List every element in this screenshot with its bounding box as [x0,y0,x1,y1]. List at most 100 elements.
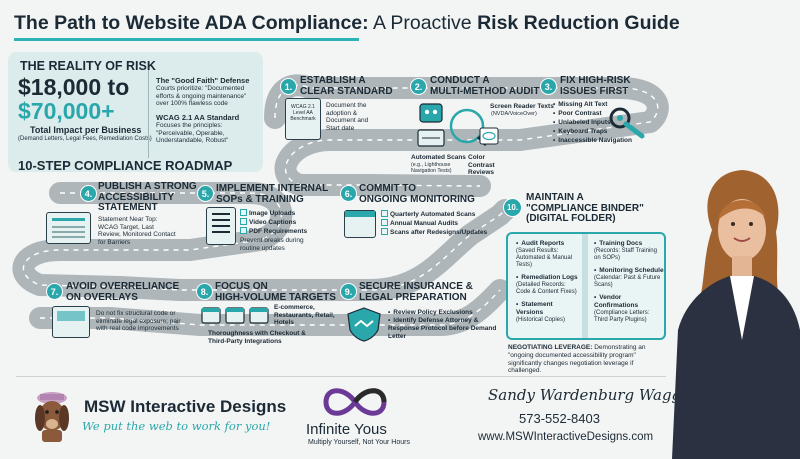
step-5-body: Prevent breaks during routine updates [240,237,304,252]
step-7-badge: 7. [46,283,63,300]
checkbox-icon [381,219,388,227]
binder-right-column: Training Docs(Records: Staff Training on… [594,240,664,324]
step-2-title: CONDUCT A MULTI-METHOD AUDIT [430,75,540,97]
step-2-screen-readers-sub: (NVDA/VoiceOver) [491,111,537,117]
binder-entry: Audit Reports(Saved Results: Automated &… [516,240,580,269]
step-9-item: Identify Defense Attorney & Response Pro… [388,317,498,340]
step-1-badge: 1. [280,78,297,95]
step-3-item: Missing Alt Text [553,100,632,109]
risk-panel [8,52,263,172]
step-7-body: Do not fix structural code or eliminate … [96,310,181,333]
step-9-title: SECURE INSURANCE & LEGAL PREPARATION [359,281,473,303]
magnifier-icon [449,108,485,144]
basset-hound-logo [35,392,69,442]
binder-entry: Remediation Logs(Detailed Records: Code … [516,274,580,296]
statement-page-icon [46,212,91,244]
step-3-title: FIX HIGH-RISK ISSUES FIRST [560,75,631,97]
checkbox-icon [240,209,247,216]
document-icon: WCAG 2.1 Level AA Benchmark [285,98,321,140]
binder-entry: Monitoring Schedule(Calendar: Past & Fut… [594,267,664,289]
step-8-badge: 8. [196,283,213,300]
shield-handshake-icon [347,307,381,342]
binder-entry: Statement Versions(Historical Copies) [516,301,580,324]
step-9-item: Review Policy Exclusions [388,308,498,317]
step-3-item: Unlabeled Inputs [553,118,632,127]
binder-spine [582,234,588,338]
binder-entry: Vendor Confirmations(Compliance Letters:… [594,294,664,324]
step-2-contrast: Color Contrast Reviews [468,154,495,177]
checkbox-icon [240,227,247,235]
step-5-item: PDF Requirements [240,227,307,236]
step-3-item: Poor Contrast [553,109,632,118]
risk-heading: THE REALITY OF RISK [20,59,156,73]
step-6-item: Quarterly Automated Scans [381,210,487,219]
page-title: The Path to Website ADA Compliance: A Pr… [14,12,680,34]
step-8-body: Thoroughness with Checkout & Third-Party… [208,330,306,345]
checkbox-icon [381,210,388,217]
portrait-photo [672,170,800,459]
step-7-title: AVOID OVERRELIANCE ON OVERLAYS [66,281,180,303]
storefront-icons [201,307,269,324]
step-1-title: ESTABLISH A CLEAR STANDARD [300,75,393,97]
step-2-screen-readers: Screen Reader Texts [490,103,554,110]
checkbox-icon [240,218,247,226]
phone-number: 573-552-8403 [519,411,600,426]
step-6-item: Annual Manual Audits [381,219,487,228]
signature: Sandy Wardenburg Waggett [488,386,703,404]
wcag-title: WCAG 2.1 AA Standard [156,113,240,122]
checklist-icon [206,207,236,245]
title-underline [14,38,359,41]
step-9-list: Review Policy Exclusions Identify Defens… [388,308,498,340]
step-2-badge: 2. [410,78,427,95]
website-url: www.MSWInteractiveDesigns.com [478,431,654,443]
binder-left-column: Audit Reports(Saved Results: Automated &… [516,240,580,324]
eye-icon [479,127,499,145]
calendar-icon [344,210,376,238]
step-6-item: Scans after Redesigns/Updates [381,228,487,237]
step-3-list: Missing Alt Text Poor Contrast Unlabeled… [553,100,632,145]
step-3-item: Keyboard Traps [553,127,632,136]
msw-tagline: We put the web to work for you! [82,419,271,433]
step-3-badge: 3. [540,78,557,95]
overlay-icon [52,306,90,338]
step-6-title: COMMIT TO ONGOING MONITORING [359,183,475,205]
infinite-yous-tagline: Multiply Yourself, Not Your Hours [308,439,410,446]
infinite-yous-brand: Infinite Yous [306,421,387,438]
step-9-badge: 9. [340,283,357,300]
step-5-badge: 5. [197,185,214,202]
step-10-badge: 10. [503,198,522,217]
risk-impact-sub: (Demand Letters, Legal Fees, Remediation… [18,136,152,142]
risk-divider [148,70,149,158]
step-4-body: Statement Near Top: WCAG Target, Last Re… [98,216,176,246]
infinity-logo [323,388,387,416]
step-5-list: Image Uploads Video Captions PDF Require… [240,209,307,236]
footer-divider [16,376,666,377]
step-2-automated-sub: (e.g., Lighthouse Navigation Tests) [411,162,452,175]
step-5-item: Video Captions [240,218,307,227]
step-3-item: Inaccessible Navigation [553,136,632,145]
step-8-targets: E-commerce, Restaurants, Retail, Hotels [274,304,335,327]
step-8-title: FOCUS ON HIGH-VOLUME TARGETS [215,281,336,303]
binder-entry: Training Docs(Records: Staff Training on… [594,240,664,262]
step-10-title: MAINTAIN A "COMPLIANCE BINDER" (DIGITAL … [526,192,644,224]
step-1-body: Document the adoption & Document and Sta… [326,102,369,132]
step-2-automated: Automated Scans [411,154,466,161]
audit-icons [417,103,499,147]
step-5-item: Image Uploads [240,209,307,218]
checkbox-icon [381,228,388,236]
step-4-title: PUBLISH A STRONG ACCESSIBILITY STATEMENT [98,181,197,213]
risk-impact-label: Total Impact per Business [30,125,142,135]
good-faith-title: The "Good Faith" Defense [156,76,250,85]
msw-brand: MSW Interactive Designs [84,397,287,416]
risk-amount-low: $18,000 to [18,74,130,100]
step-1-doc-label: WCAG 2.1 Level AA Benchmark [290,104,316,122]
robot-icon [419,103,443,123]
negotiating-leverage: NEGOTIATING LEVERAGE: Demonstrating an "… [508,344,646,375]
roadmap-heading: 10-STEP COMPLIANCE ROADMAP [18,158,233,173]
step-5-title: IMPLEMENT INTERNAL SOPs & TRAINING [216,183,329,205]
step-6-list: Quarterly Automated Scans Annual Manual … [381,210,487,237]
good-faith-body: Courts prioritize: "Documented efforts &… [156,85,247,108]
wcag-body: Focuses the principles: "Perceivable, Op… [156,122,229,145]
step-4-badge: 4. [80,185,97,202]
step-6-badge: 6. [340,185,357,202]
